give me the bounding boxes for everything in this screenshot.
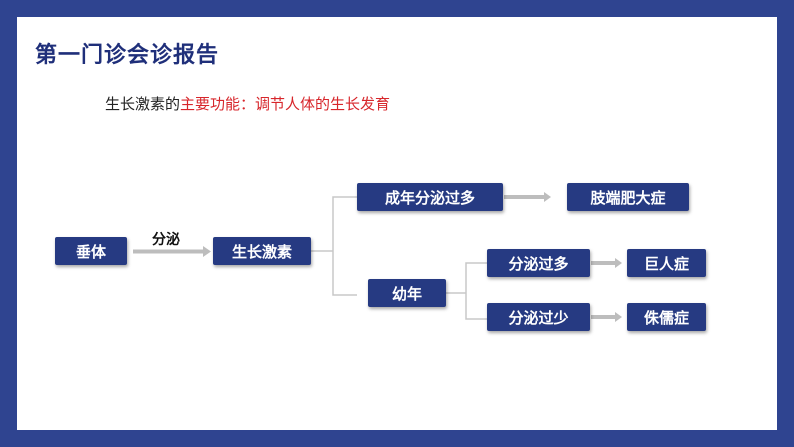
secrete-label: 分泌	[152, 232, 180, 248]
connector-hormone-bracket	[332, 196, 357, 296]
node-dwarfism: 侏儒症	[627, 303, 706, 331]
connector-child-bracket	[465, 262, 487, 320]
node-child-deficit: 分泌过少	[487, 303, 590, 331]
connector-lines	[133, 192, 622, 322]
arrow-excess-head	[615, 258, 622, 268]
arrow-deficit-shaft	[591, 315, 615, 319]
node-pituitary: 垂体	[55, 237, 127, 265]
node-acromegaly: 肢端肥大症	[567, 183, 689, 211]
subtitle-prefix: 生长激素的	[105, 95, 181, 113]
node-gigantism: 巨人症	[627, 249, 706, 277]
page-title: 第一门诊会诊报告	[35, 43, 220, 68]
arrow-secrete-head	[203, 246, 211, 257]
arrow-secrete-shaft	[133, 249, 203, 254]
arrow-adult-head	[544, 192, 551, 202]
node-adult-excess: 成年分泌过多	[357, 183, 503, 211]
arrow-deficit-head	[615, 312, 622, 322]
node-childhood: 幼年	[368, 279, 446, 307]
subtitle-highlight: 主要功能：调节人体的生长发育	[180, 95, 391, 113]
arrow-excess-shaft	[591, 261, 615, 265]
node-child-excess: 分泌过多	[487, 249, 590, 277]
subtitle: 生长激素的主要功能：调节人体的生长发育	[105, 93, 390, 114]
arrow-adult-shaft	[504, 195, 544, 199]
slide: 第一门诊会诊报告 生长激素的主要功能：调节人体的生长发育 分泌 垂体 生	[17, 17, 777, 430]
node-growth-hormone: 生长激素	[213, 237, 311, 265]
